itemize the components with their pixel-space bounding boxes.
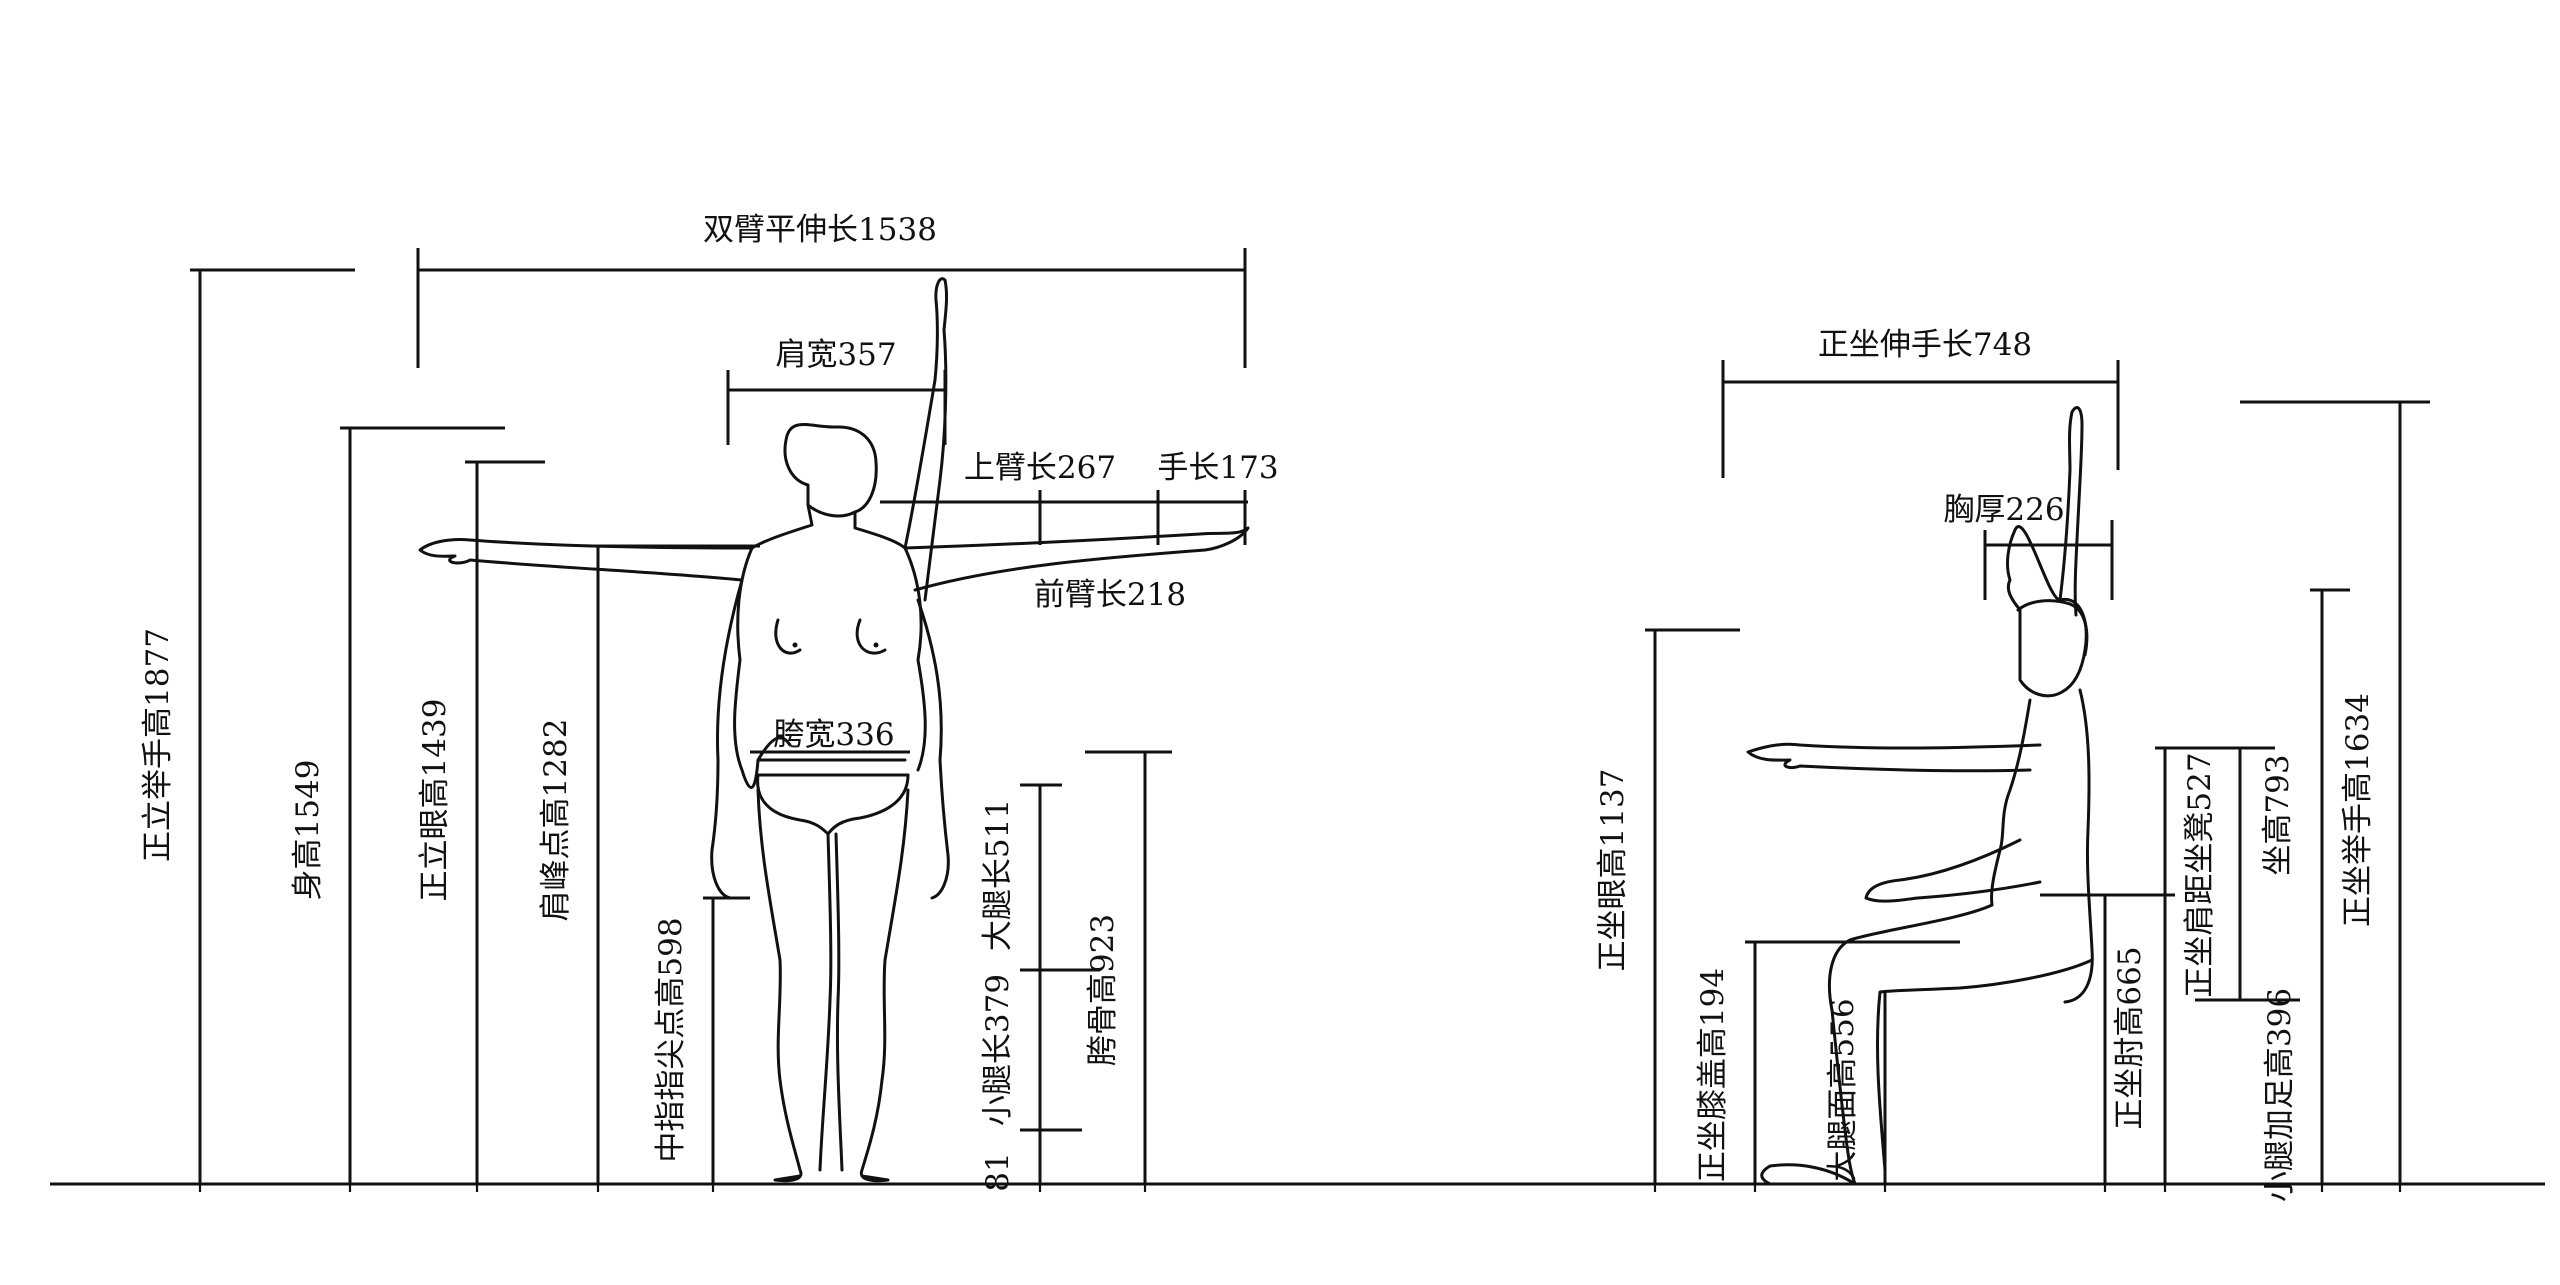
label-forearm: 前臂长218: [1034, 577, 1186, 613]
label-seated-knee: 正坐膝盖高194: [1695, 968, 1731, 1182]
label-shoulder-width: 肩宽357: [775, 337, 896, 373]
label-arm-span: 双臂平伸长1538: [703, 212, 937, 248]
label-acromion: 肩峰点高1282: [538, 719, 574, 922]
label-standing-eye: 正立眼高1439: [417, 699, 453, 902]
label-seated-reach-up: 正坐举手高1634: [2340, 693, 2376, 927]
label-thigh-surface: 大腿面高556: [1825, 998, 1861, 1181]
label-chest-depth: 胸厚226: [1943, 492, 2064, 528]
label-seated-shoulder: 正坐肩距坐凳527: [2182, 752, 2218, 997]
label-seated-eye: 正坐眼高1137: [1595, 769, 1631, 972]
label-ankle: 81: [980, 1152, 1016, 1191]
label-leg-foot: 小腿加足高396: [2262, 988, 2298, 1202]
label-hip-bone: 胯骨高923: [1085, 914, 1121, 1066]
label-calf: 小腿长379: [980, 974, 1016, 1126]
label-fingertip: 中指指尖点高598: [653, 917, 689, 1162]
label-sitting-height: 坐高793: [2260, 754, 2296, 875]
label-hip-width: 胯宽336: [773, 717, 894, 753]
label-standing-reach: 正立举手高1877: [140, 628, 176, 862]
ground-ticks: [198, 1176, 2402, 1192]
label-thigh: 大腿长511: [980, 799, 1016, 951]
seated-dimensions: 正坐伸手长748 胸厚226 正坐眼高1137 正坐膝盖高194 大腿面高556…: [1595, 327, 2430, 1202]
label-height: 身高1549: [290, 760, 326, 901]
label-upper-arm: 上臂长267: [964, 450, 1116, 486]
label-seated-reach-forward: 正坐伸手长748: [1818, 327, 2032, 363]
label-hand-length: 手长173: [1157, 450, 1278, 486]
standing-dimensions: 双臂平伸长1538 肩宽357 上臂长267 手长173 前臂长218 胯宽33…: [140, 212, 1279, 1192]
standing-figure: [418, 277, 1250, 1183]
seated-figure: [1746, 406, 2094, 1186]
label-seated-elbow: 正坐肘高665: [2112, 946, 2148, 1129]
